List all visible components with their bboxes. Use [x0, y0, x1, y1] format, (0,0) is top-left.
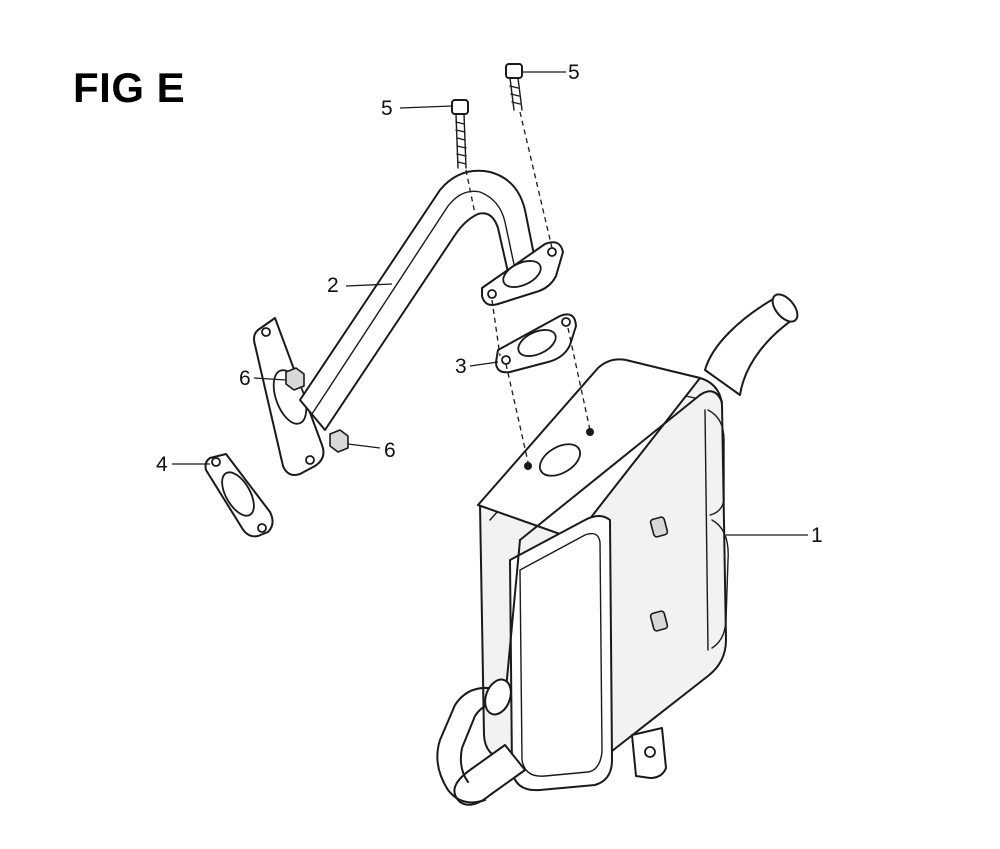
- callout-leaders: [172, 71, 808, 536]
- figure-title: FIG E: [73, 64, 186, 111]
- callout-muffler: 1: [811, 524, 823, 547]
- callout-bolt-left: 5: [381, 97, 393, 120]
- callout-lower-gasket: 4: [156, 453, 168, 476]
- callout-exhaust-pipe: 2: [327, 274, 339, 297]
- nut-left-part: [285, 367, 305, 391]
- upper-gasket-part: [495, 313, 577, 374]
- muffler-part: [436, 293, 799, 806]
- exhaust-pipe-part: [253, 169, 564, 476]
- nut-right-part: [329, 429, 349, 453]
- callout-nut-right: 6: [384, 439, 396, 462]
- alignment-lines: [465, 111, 591, 463]
- bolt-right-part: [505, 63, 523, 111]
- callout-nut-left: 6: [239, 367, 251, 390]
- callout-bolt-right: 5: [568, 61, 580, 84]
- callout-upper-gasket: 3: [455, 355, 467, 378]
- bolt-left-part: [451, 99, 469, 169]
- lower-gasket-part: [204, 453, 274, 538]
